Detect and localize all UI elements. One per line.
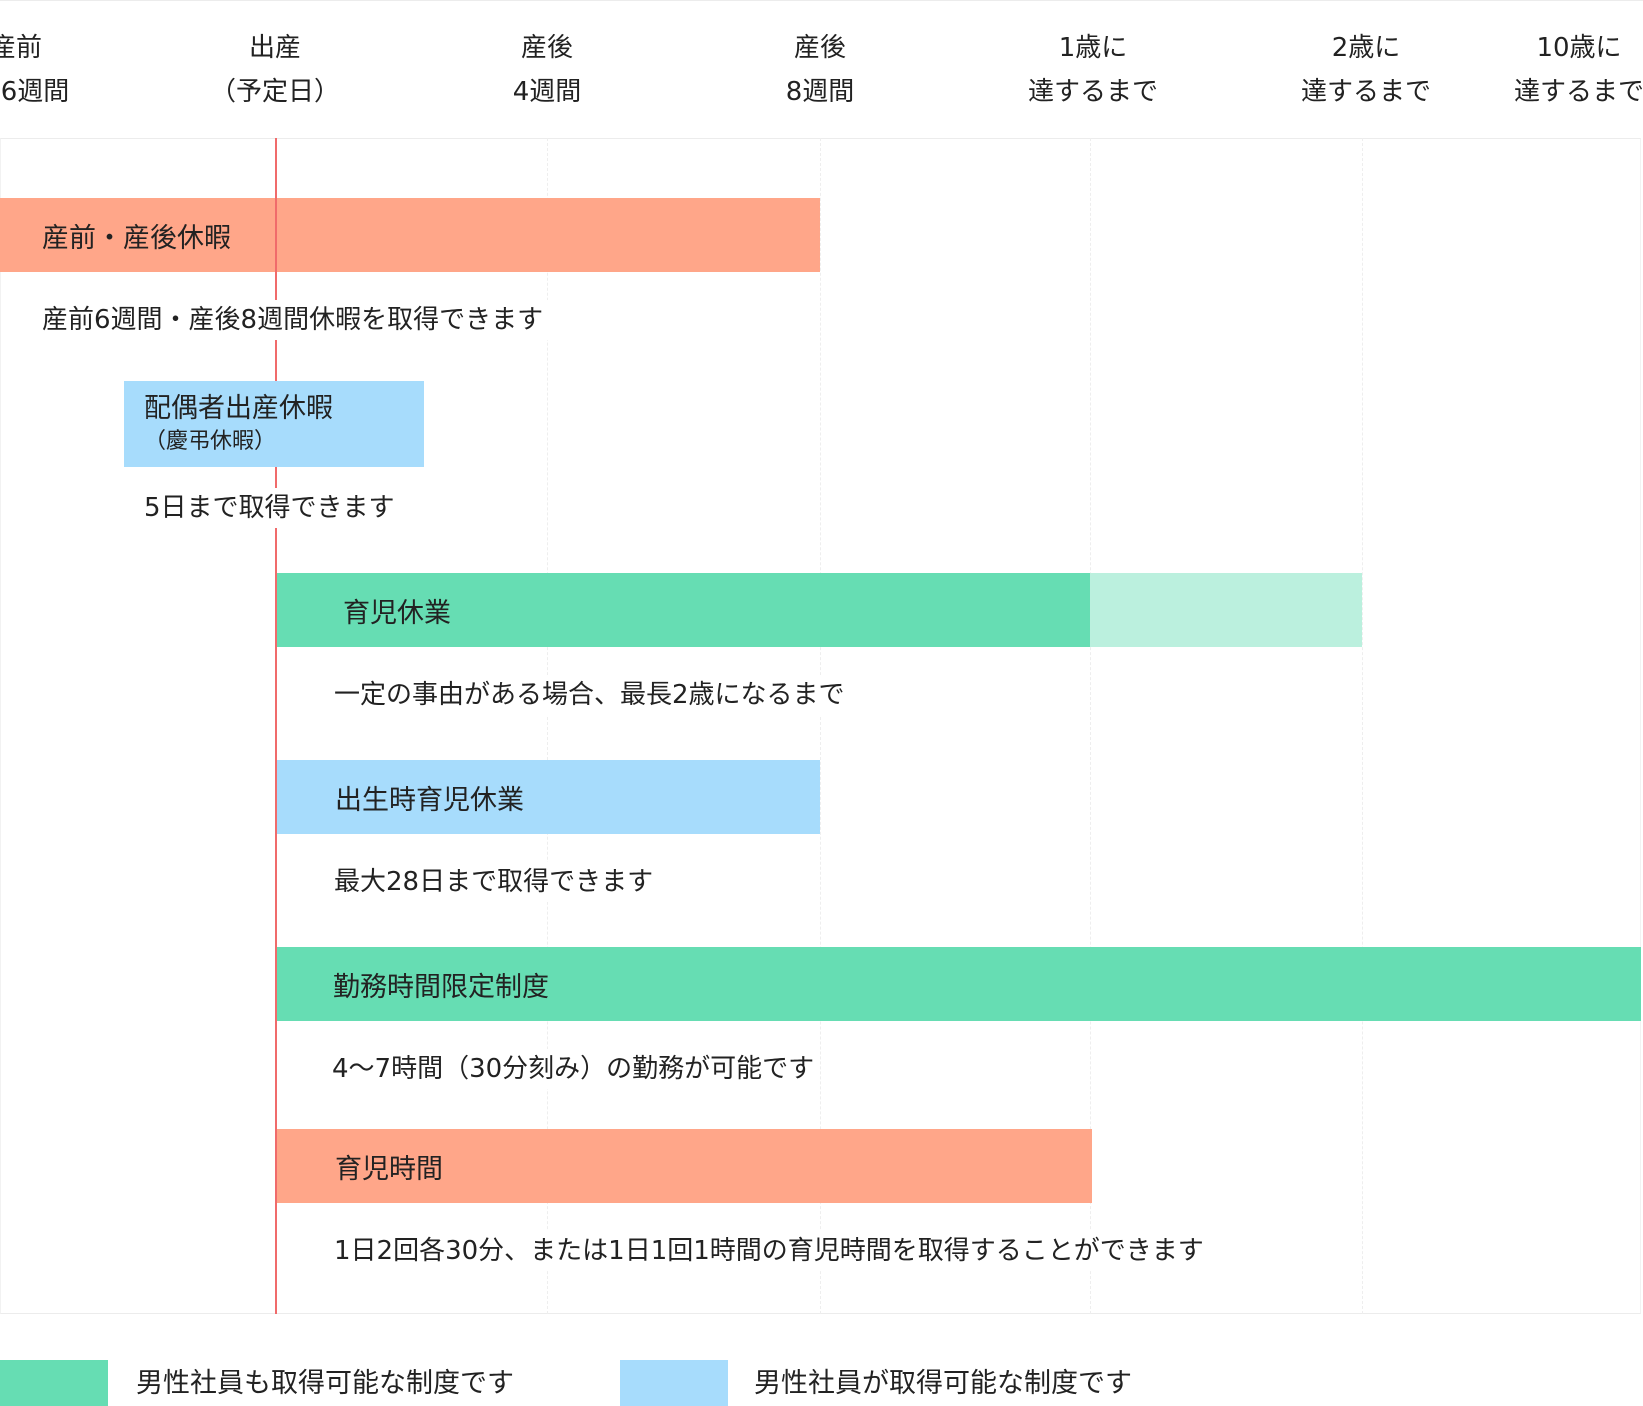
milestone-age-1: 1歳に 達するまで <box>1027 33 1158 107</box>
legend-label-green: 男性社員も取得可能な制度です <box>136 1368 514 1399</box>
bar-spouse-birth-leave-sublabel: （慶弔休暇） <box>144 429 277 454</box>
bar-nursing-time: 育児時間 <box>277 1129 1092 1203</box>
milestone-age-10: 10歳に 達するまで <box>1513 33 1643 107</box>
bar-childcare-leave: 育児休業 <box>277 573 1090 647</box>
milestone-prenatal-6w: 産前 6週間 <box>0 33 70 107</box>
desc-spouse-birth-leave: 5日まで取得できます <box>144 488 401 528</box>
milestone-birth: 出産 （予定日） <box>209 33 340 107</box>
top-border <box>0 0 1643 1</box>
desc-maternity-leave: 産前6週間・産後8週間休暇を取得できます <box>42 300 550 340</box>
bar-reduced-hours: 勤務時間限定制度 <box>277 947 1641 1021</box>
milestone-postnatal-4w: 産後 4週間 <box>512 33 582 107</box>
legend-label-blue: 男性社員が取得可能な制度です <box>754 1368 1132 1399</box>
bar-postnatal-paternity-leave: 出生時育児休業 <box>277 760 820 834</box>
bar-maternity-leave: 産前・産後休暇 <box>0 198 820 272</box>
grid-line-age-2 <box>1362 138 1363 1314</box>
desc-reduced-hours: 4〜7時間（30分刻み）の勤務が可能です <box>332 1049 821 1089</box>
bar-childcare-leave-ext <box>1090 573 1362 647</box>
milestone-age-2: 2歳に 達するまで <box>1300 33 1431 107</box>
desc-nursing-time: 1日2回各30分、または1日1回1時間の育児時間を取得することができます <box>334 1231 1210 1271</box>
legend-swatch-green <box>0 1360 108 1406</box>
bar-nursing-time-label: 育児時間 <box>335 1153 443 1185</box>
grid-line-4w <box>547 138 548 1314</box>
bar-reduced-hours-label: 勤務時間限定制度 <box>333 971 549 1003</box>
milestone-postnatal-8w: 産後 8週間 <box>785 33 855 107</box>
grid-line-8w <box>820 138 821 1314</box>
desc-postnatal-paternity-leave: 最大28日まで取得できます <box>334 862 660 902</box>
bar-maternity-leave-label: 産前・産後休暇 <box>42 222 231 254</box>
bar-spouse-birth-leave: 配偶者出産休暇 （慶弔休暇） <box>124 381 424 467</box>
desc-childcare-leave: 一定の事由がある場合、最長2歳になるまで <box>334 675 851 715</box>
birth-date-line <box>275 138 277 1314</box>
bar-spouse-birth-leave-label: 配偶者出産休暇 <box>144 393 333 424</box>
bar-postnatal-paternity-leave-label: 出生時育児休業 <box>335 784 524 816</box>
bar-childcare-leave-label: 育児休業 <box>343 597 451 629</box>
grid-line-age-1 <box>1090 138 1091 1314</box>
legend-swatch-blue <box>620 1360 728 1406</box>
